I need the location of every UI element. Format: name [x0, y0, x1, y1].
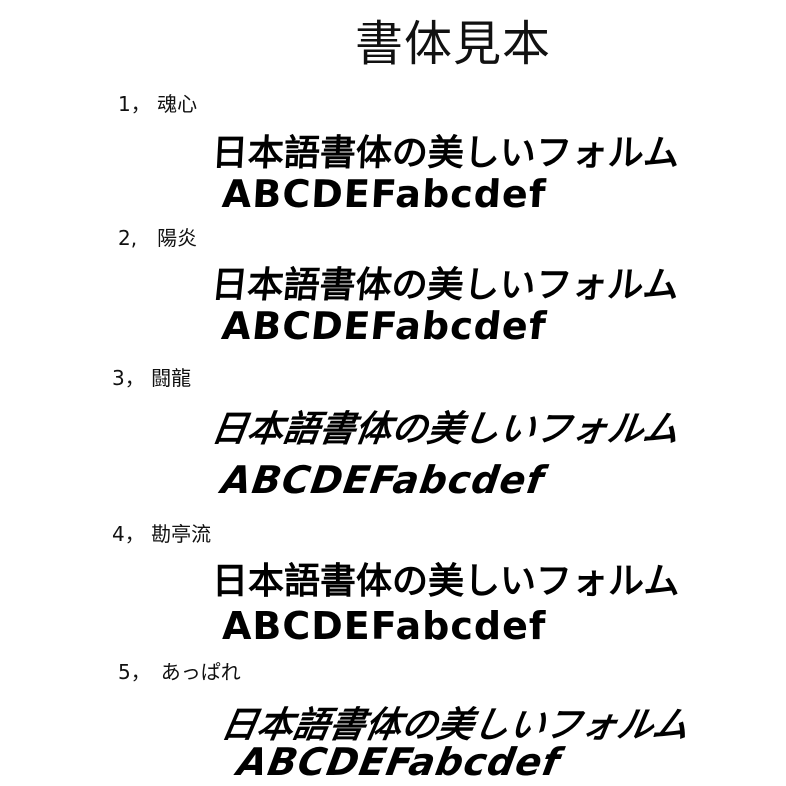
sample-2-latin-text: ABCDEFabcdef — [219, 304, 549, 348]
sample-4-japanese-text: 日本語書体の美しいフォルム — [212, 561, 680, 602]
page-title: 書体見本 — [355, 16, 552, 72]
sample-1-japanese-text: 日本語書体の美しいフォルム — [210, 133, 681, 174]
sample-4-latin-text: ABCDEFabcdef — [222, 604, 547, 648]
sample-2-label: 2, 陽炎 — [118, 226, 198, 250]
sample-5-label: 5， あっぱれ — [118, 660, 241, 684]
sample-3-latin-text: ABCDEFabcdef — [218, 458, 548, 502]
sample-2-japanese-text: 日本語書体の美しいフォルム — [209, 265, 682, 306]
sample-3-label: 3， 闘龍 — [112, 366, 192, 390]
sample-1-label: 1， 魂心 — [118, 92, 198, 116]
sample-1-latin-text: ABCDEFabcdef — [220, 172, 548, 216]
sample-4-label: 4， 勘亭流 — [112, 522, 212, 546]
sample-3-japanese-text: 日本語書体の美しいフォルム — [208, 409, 682, 450]
sample-5-latin-text: ABCDEFabcdef — [234, 740, 565, 784]
